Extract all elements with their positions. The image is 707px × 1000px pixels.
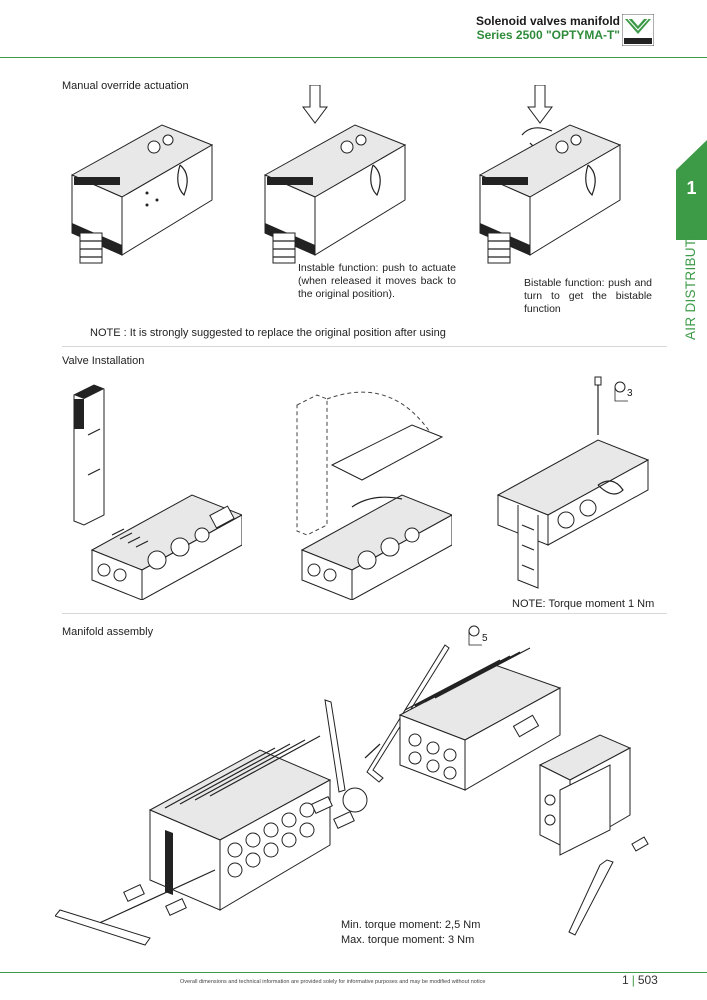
section-divider-1 bbox=[62, 346, 667, 347]
installation-illustration-3 bbox=[496, 376, 650, 589]
caption-instable: Instable function: push to actuate (when… bbox=[298, 262, 456, 300]
chapter-number: 1 bbox=[686, 178, 697, 198]
footer-rule bbox=[0, 972, 707, 973]
installation-illustration-2 bbox=[296, 391, 452, 600]
page-number: 1|503 bbox=[622, 973, 658, 987]
installation-illustration-1 bbox=[73, 384, 242, 600]
footer-page: 503 bbox=[637, 973, 658, 987]
footer-chapter: 1 bbox=[622, 973, 629, 987]
manifold-assembly-illustration bbox=[55, 644, 649, 946]
pneumax-logo bbox=[622, 14, 654, 46]
valve-illustration-push-turn bbox=[478, 85, 622, 264]
section-title-manual-override: Manual override actuation bbox=[62, 80, 189, 92]
allen-key-size-icon-5 bbox=[468, 625, 482, 646]
valve-illustration-1 bbox=[70, 124, 214, 264]
manual-override-note: NOTE : It is strongly suggested to repla… bbox=[90, 327, 446, 339]
allen-key-size-icon-3 bbox=[614, 381, 628, 402]
section-divider-2 bbox=[62, 613, 667, 614]
torque-max: Max. torque moment: 3 Nm bbox=[341, 934, 475, 946]
allen-key-size-5: 5 bbox=[482, 633, 488, 644]
header-subtitle: Series 2500 "OPTYMA-T" bbox=[476, 28, 620, 42]
footer-separator: | bbox=[631, 973, 635, 987]
header-rule bbox=[0, 57, 707, 58]
footer-disclaimer: Overall dimensions and technical informa… bbox=[180, 979, 486, 985]
valve-illustration-push bbox=[263, 85, 407, 264]
caption-bistable: Bistable function: push and turn to get … bbox=[524, 277, 652, 315]
torque-min: Min. torque moment: 2,5 Nm bbox=[341, 919, 481, 931]
chapter-tab bbox=[676, 140, 707, 240]
valve-installation-note: NOTE: Torque moment 1 Nm bbox=[512, 598, 655, 610]
header-title: Solenoid valves manifold bbox=[475, 14, 620, 28]
allen-key-size-3: 3 bbox=[627, 388, 633, 399]
section-title-valve-installation: Valve Installation bbox=[62, 355, 145, 367]
section-title-manifold-assembly: Manifold assembly bbox=[62, 626, 154, 638]
chapter-label: AIR DISTRIBUTION bbox=[683, 213, 698, 340]
